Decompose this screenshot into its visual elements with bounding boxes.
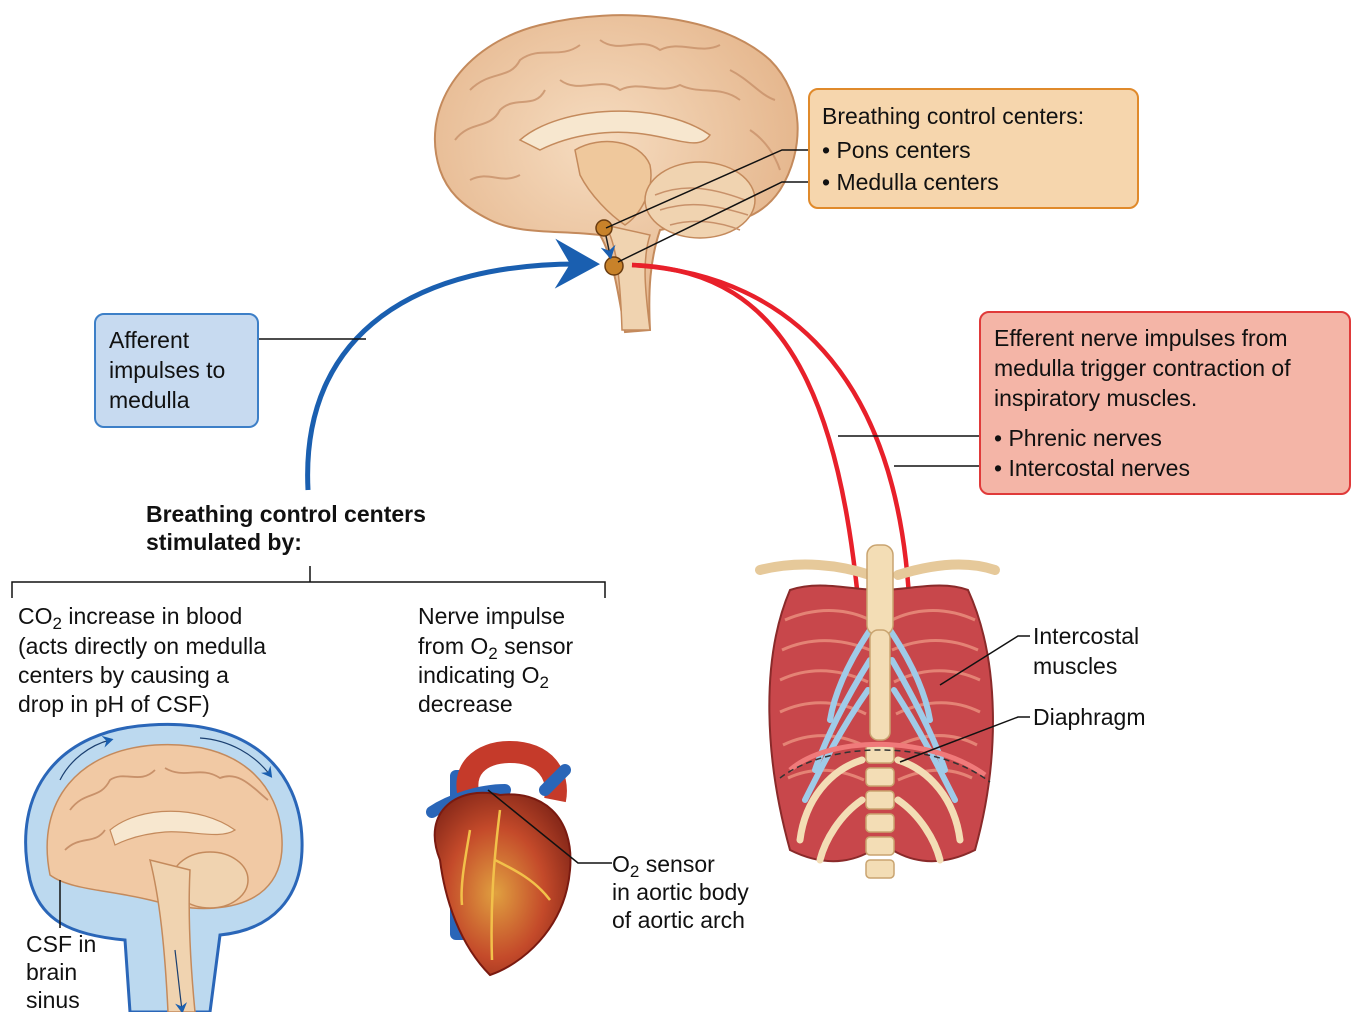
stimulus-heading-line1: Breathing control centers <box>146 500 426 529</box>
intercostal-muscles-label-line1: Intercostal <box>1033 622 1139 651</box>
o2-sensor-label-line2: in aortic body <box>612 878 749 907</box>
pons-centers-label: • Pons centers <box>822 136 971 165</box>
afferent-impulses-box: Afferent impulses to medulla <box>94 313 259 428</box>
efferent-label-line2: medulla trigger contraction of <box>994 354 1291 383</box>
phrenic-nerves-label: • Phrenic nerves <box>994 424 1162 453</box>
heart-illustration <box>432 752 570 975</box>
csf-label-line1: CSF in <box>26 930 96 959</box>
breathing-control-centers-box: Breathing control centers: • Pons center… <box>808 88 1139 209</box>
nerve-impulse-line1: Nerve impulse <box>418 602 565 631</box>
o2-sensor-label-line1: O2 sensor <box>612 850 715 879</box>
breathing-control-centers-title: Breathing control centers: <box>822 102 1084 131</box>
o2-sensor-label-line3: of aortic arch <box>612 906 745 935</box>
co2-increase-line2: (acts directly on medulla <box>18 632 266 661</box>
nerve-impulse-line4: decrease <box>418 690 513 719</box>
nerve-impulse-line2: from O2 sensor <box>418 632 573 661</box>
medulla-center-dot <box>605 257 623 275</box>
efferent-label-line1: Efferent nerve impulses from <box>994 324 1288 353</box>
intercostal-muscles-label-line2: muscles <box>1033 652 1117 681</box>
afferent-label-line1: Afferent <box>109 326 189 355</box>
efferent-leaders <box>838 436 990 466</box>
stimulus-bracket <box>12 566 605 598</box>
stimulus-heading-line2: stimulated by: <box>146 528 302 557</box>
afferent-arrow <box>308 264 585 490</box>
csf-label-line3: sinus <box>26 986 80 1015</box>
co2-increase-line3: centers by causing a <box>18 661 229 690</box>
diaphragm-label: Diaphragm <box>1033 703 1146 732</box>
afferent-label-line2: impulses to <box>109 356 225 385</box>
efferent-impulses-box: Efferent nerve impulses from medulla tri… <box>979 311 1351 495</box>
intercostal-nerves-label: • Intercostal nerves <box>994 454 1190 483</box>
medulla-centers-label: • Medulla centers <box>822 168 999 197</box>
efferent-label-line3: inspiratory muscles. <box>994 384 1197 413</box>
pons-center-dot <box>596 220 612 236</box>
brain-illustration <box>435 15 798 332</box>
afferent-label-line3: medulla <box>109 386 190 415</box>
rib-cage-illustration <box>760 545 995 878</box>
co2-increase-line4: drop in pH of CSF) <box>18 690 210 719</box>
csf-label-line2: brain <box>26 958 77 987</box>
co2-increase-line1: CO2 increase in blood <box>18 602 242 631</box>
nerve-impulse-line3: indicating O2 <box>418 661 549 690</box>
